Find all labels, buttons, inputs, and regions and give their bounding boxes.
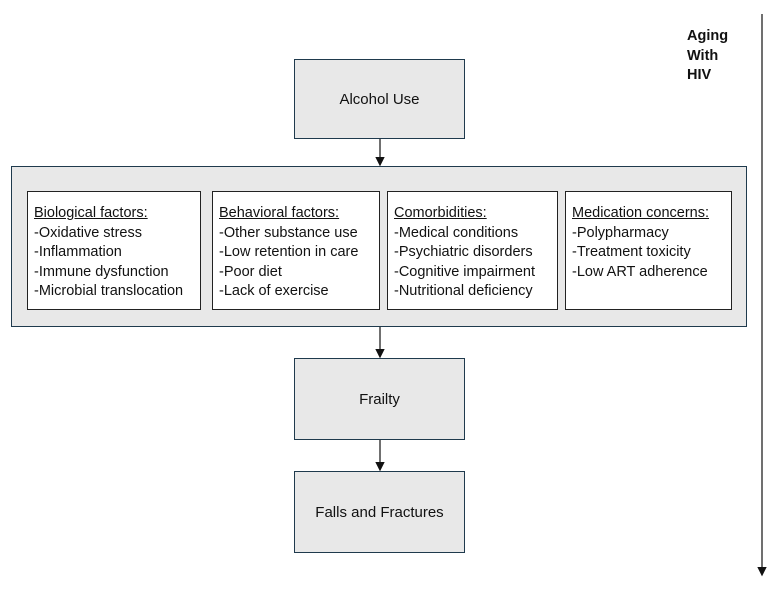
factor-item: -Medical conditions <box>394 224 519 241</box>
factor-item: -Nutritional deficiency <box>394 283 533 299</box>
factor-item: -Cognitive impairment <box>394 263 536 280</box>
factor-item: -Immune dysfunction <box>34 263 169 280</box>
behavioral-factors-title: Behavioral factors: <box>219 205 340 221</box>
biological-factors-box: Biological factors: -Oxidative stress -I… <box>27 191 201 310</box>
falls-fractures-box: Falls and Fractures <box>294 471 465 553</box>
biological-factors-title: Biological factors: <box>34 205 148 221</box>
factor-item: -Lack of exercise <box>219 283 329 299</box>
factor-item: -Psychiatric disorders <box>394 244 533 260</box>
medication-concerns-title: Medication concerns: <box>572 205 710 221</box>
aging-with-hiv-label: Aging With HIV <box>687 27 747 86</box>
factor-item: -Inflammation <box>34 244 122 260</box>
factor-item: -Oxidative stress <box>34 224 142 241</box>
frailty-box: Frailty <box>294 358 465 440</box>
factor-item: -Low ART adherence <box>572 263 708 280</box>
factor-item: -Other substance use <box>219 224 358 241</box>
factors-panel: Biological factors: -Oxidative stress -I… <box>11 166 747 327</box>
factor-item: -Polypharmacy <box>572 224 669 241</box>
factor-item: -Low retention in care <box>219 244 359 260</box>
behavioral-factors-box: Behavioral factors: -Other substance use… <box>212 191 380 310</box>
factor-item: -Microbial translocation <box>34 283 184 299</box>
aging-label-line: Aging <box>687 28 729 44</box>
falls-fractures-label: Falls and Fractures <box>315 503 444 521</box>
medication-concerns-box: Medication concerns: -Polypharmacy -Trea… <box>565 191 732 310</box>
aging-label-line: HIV <box>687 67 712 83</box>
frailty-label: Frailty <box>359 390 400 408</box>
aging-label-line: With <box>687 47 719 64</box>
factor-item: -Poor diet <box>219 263 282 280</box>
alcohol-use-box: Alcohol Use <box>294 59 465 139</box>
comorbidities-box: Comorbidities: -Medical conditions -Psyc… <box>387 191 558 310</box>
comorbidities-title: Comorbidities: <box>394 205 487 221</box>
factor-item: -Treatment toxicity <box>572 244 691 260</box>
alcohol-use-label: Alcohol Use <box>339 90 420 108</box>
